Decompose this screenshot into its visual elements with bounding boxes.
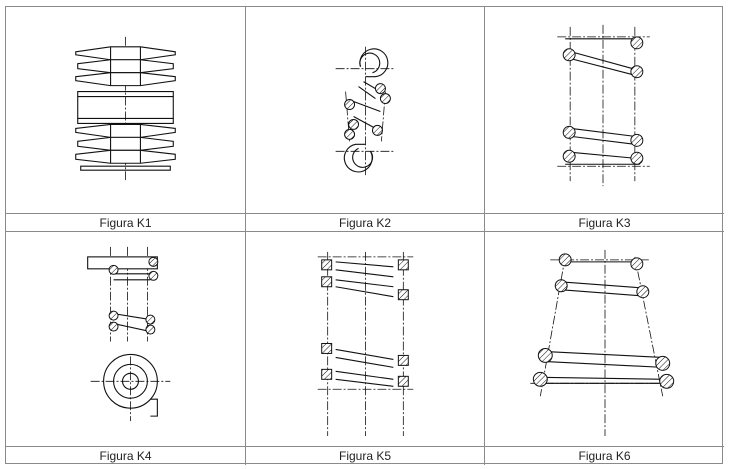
figure-k5-drawing [246,232,485,447]
figure-k2-caption: Figura K2 [246,214,485,232]
figure-k1-drawing [6,7,246,214]
figure-k6-drawing [485,232,724,447]
figure-k6-caption: Figura K6 [578,449,631,463]
compression-spring-icon [557,24,650,187]
figure-k4-drawing [6,232,246,447]
disc-spring-icon [75,36,176,182]
figure-k2-drawing [246,7,485,214]
figure-k4-caption: Figura K4 [6,447,246,465]
conical-spring-icon [530,249,675,437]
figure-k1-caption: Figura K1 [6,214,246,232]
tension-spring-icon [335,46,396,177]
figure-k3-caption: Figura K3 [485,214,724,232]
figure-k5-caption: Figura K5 [246,447,485,465]
spring-loop-icon [87,246,171,422]
figure-table: Figura K1 Figura K2 Figura K3 [5,6,724,465]
square-wire-spring-icon [317,251,414,437]
figure-k3-drawing [485,7,724,214]
